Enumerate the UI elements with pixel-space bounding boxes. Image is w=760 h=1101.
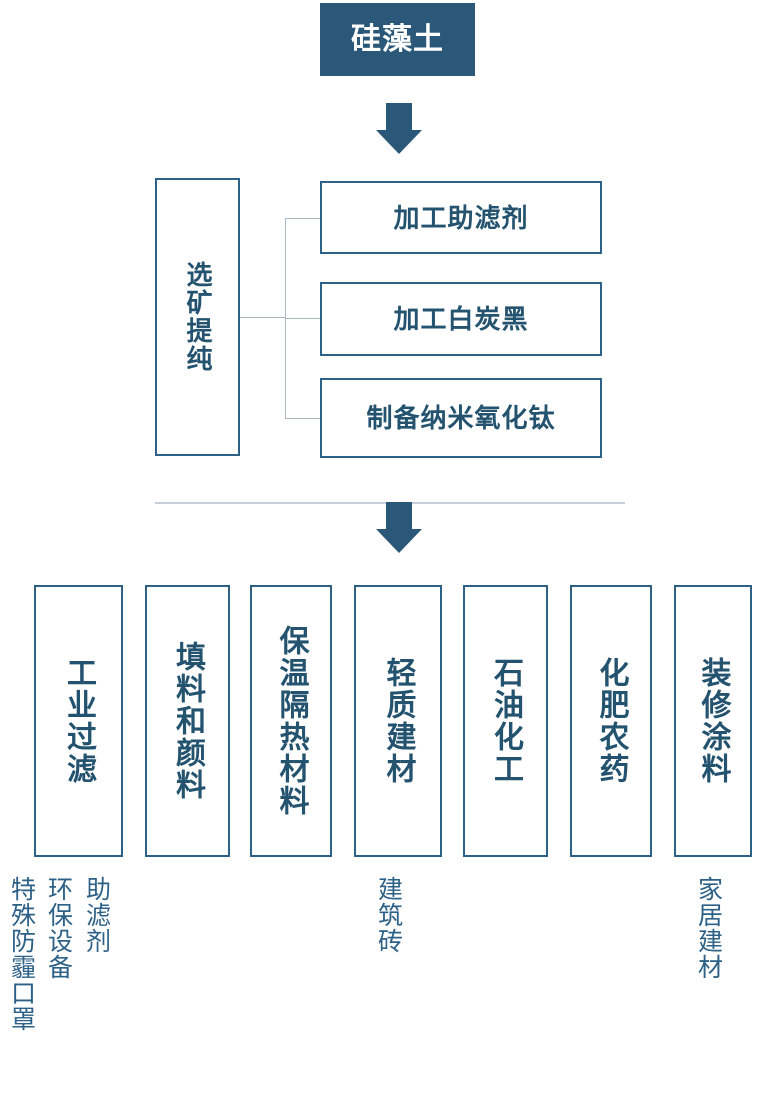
application-box-2-label: 保温隔热材料	[274, 625, 308, 817]
product-box-0-label: 加工助滤剂	[393, 202, 529, 233]
arrow-shaft	[386, 103, 412, 131]
arrow-head	[376, 529, 422, 553]
connector-trunk-horizontal	[240, 317, 285, 318]
caption-label-4: 家居建材	[694, 876, 723, 980]
application-box-0-label: 工业过滤	[62, 657, 95, 785]
product-box-0: 加工助滤剂	[320, 181, 602, 254]
product-box-2-label: 制备纳米氧化钛	[366, 403, 556, 433]
application-box-4: 石油化工	[463, 585, 548, 857]
connector-branch-3	[285, 418, 320, 419]
caption-label-1: 环保设备	[44, 876, 73, 980]
arrow-head	[376, 130, 422, 154]
caption-label-2: 助滤剂	[82, 876, 111, 954]
application-box-2: 保温隔热材料	[250, 585, 332, 857]
diagram-title-box: 硅藻土	[320, 3, 475, 76]
diagram-title-text: 硅藻土	[351, 22, 444, 56]
application-box-5-label: 化肥农药	[594, 657, 628, 785]
application-box-1: 填料和颜料	[145, 585, 230, 857]
caption-label-3: 建筑砖	[374, 876, 403, 954]
process-box-refine-label: 选矿提纯	[183, 261, 214, 373]
arrow-shaft	[386, 502, 412, 530]
application-box-3-label: 轻质建材	[381, 657, 415, 785]
connector-branch-1	[285, 218, 320, 219]
product-box-1-label: 加工白炭黑	[393, 304, 529, 334]
connector-branch-2	[285, 318, 320, 319]
process-box-refine: 选矿提纯	[155, 178, 240, 456]
product-box-2: 制备纳米氧化钛	[320, 378, 602, 458]
application-box-0: 工业过滤	[34, 585, 123, 857]
application-box-6: 装修涂料	[674, 585, 752, 857]
product-box-1: 加工白炭黑	[320, 282, 602, 356]
application-box-3: 轻质建材	[354, 585, 442, 857]
application-box-1-label: 填料和颜料	[171, 641, 204, 801]
application-box-6-label: 装修涂料	[696, 657, 730, 785]
caption-label-0: 特殊防霾口罩	[7, 876, 36, 1032]
application-box-4-label: 石油化工	[489, 657, 522, 785]
application-box-5: 化肥农药	[570, 585, 652, 857]
